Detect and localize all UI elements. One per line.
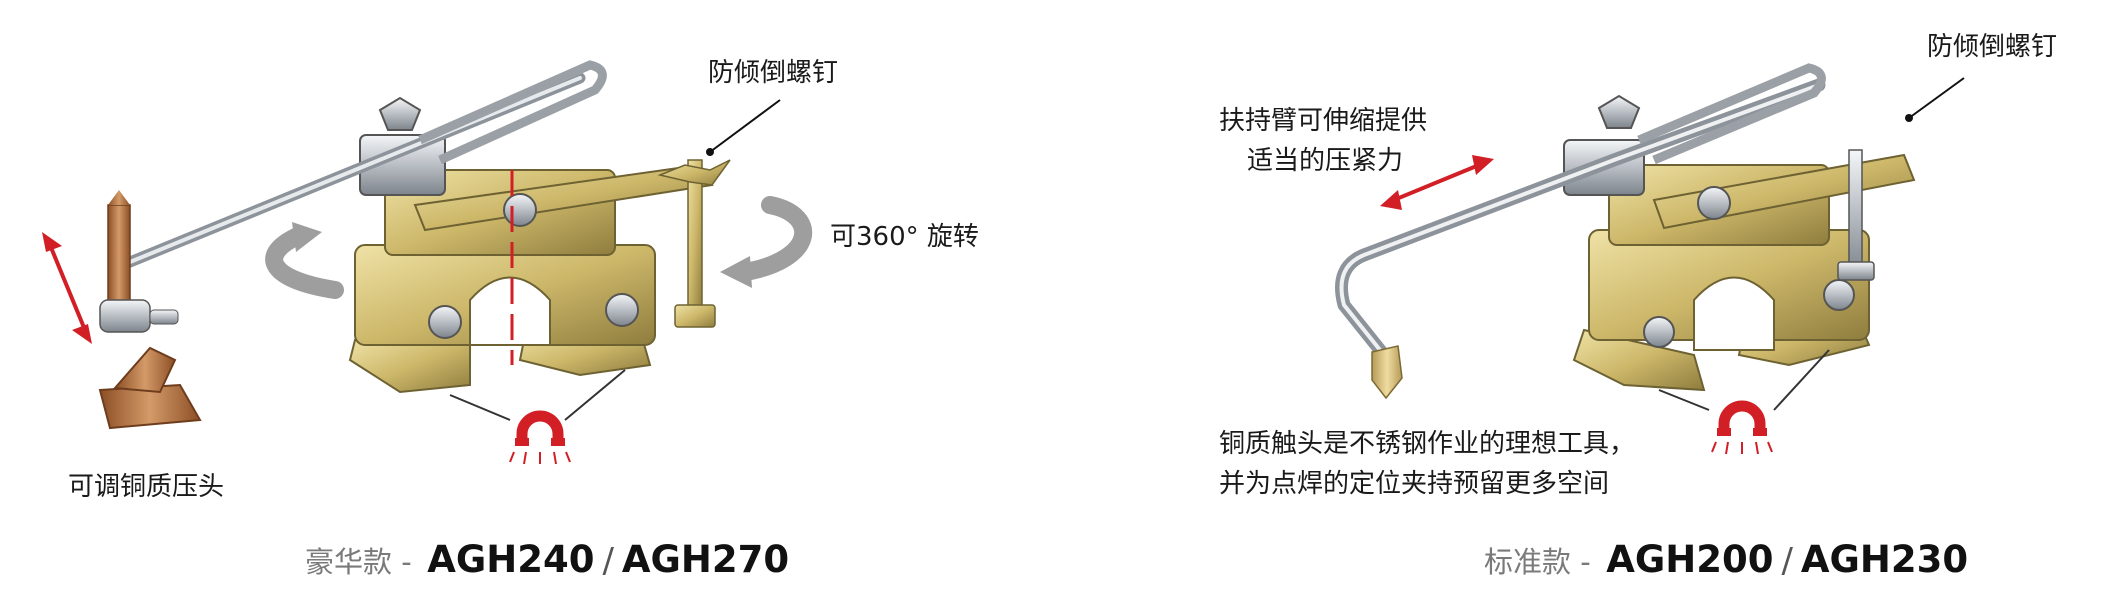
product-deluxe: 防倾倒螺钉 可360° 旋转 可调铜质压头 豪华款 - AGH240/AGH27… [42, 58, 979, 581]
copper-press-head [98, 190, 202, 430]
deluxe-clamp-illustration [42, 60, 813, 465]
model-separator: / [1781, 541, 1793, 581]
anti-tip-screw-label: 防倾倒螺钉 [708, 58, 839, 88]
model-number: AGH200 [1606, 538, 1774, 581]
clamp-body [359, 96, 714, 256]
model-number: AGH240 [427, 538, 595, 581]
rotation-arrow-left-icon [265, 222, 344, 299]
copper-description-line2: 并为点焊的定位夹持预留更多空间 [1219, 469, 1610, 499]
magnet-icon [1658, 349, 1830, 455]
copper-description-line1: 铜质触头是不锈钢作业的理想工具， [1219, 429, 1636, 459]
rotation-arrow-right-icon [720, 196, 813, 288]
model-separator: / [602, 541, 614, 581]
adjustable-copper-head-label: 可调铜质压头 [68, 472, 225, 502]
extension-arm [124, 60, 607, 268]
arm-description-line1: 扶持臂可伸缩提供 [1219, 106, 1428, 136]
anti-tip-screw [657, 159, 731, 328]
extension-arm [1335, 63, 1826, 400]
extension-arrow-icon [1380, 155, 1494, 210]
arm-description-line2: 适当的压紧力 [1247, 146, 1404, 176]
standard-clamp-illustration [1335, 63, 1965, 455]
magnetic-base [1572, 229, 1871, 392]
magnetic-base [348, 244, 656, 394]
product-standard: 防倾倒螺钉 扶持臂可伸缩提供 适当的压紧力 铜质触头是不锈钢作业的理想工具， 并… [1054, 0, 2108, 600]
caption-prefix: 豪华款 - [305, 545, 412, 579]
model-number: AGH270 [621, 538, 790, 581]
model-number: AGH230 [1800, 538, 1969, 581]
rotate-360-label: 可360° 旋转 [830, 222, 979, 252]
adjust-arrow-icon [42, 232, 92, 344]
caption-prefix: 标准款 - [1484, 545, 1591, 579]
anti-tip-screw-label: 防倾倒螺钉 [1927, 32, 2058, 62]
deluxe-caption: 豪华款 - AGH240/AGH270 [305, 538, 789, 581]
magnet-icon [449, 369, 626, 465]
anti-tip-screw [1837, 149, 1875, 281]
standard-caption: 标准款 - AGH200/AGH230 [1484, 538, 1968, 581]
